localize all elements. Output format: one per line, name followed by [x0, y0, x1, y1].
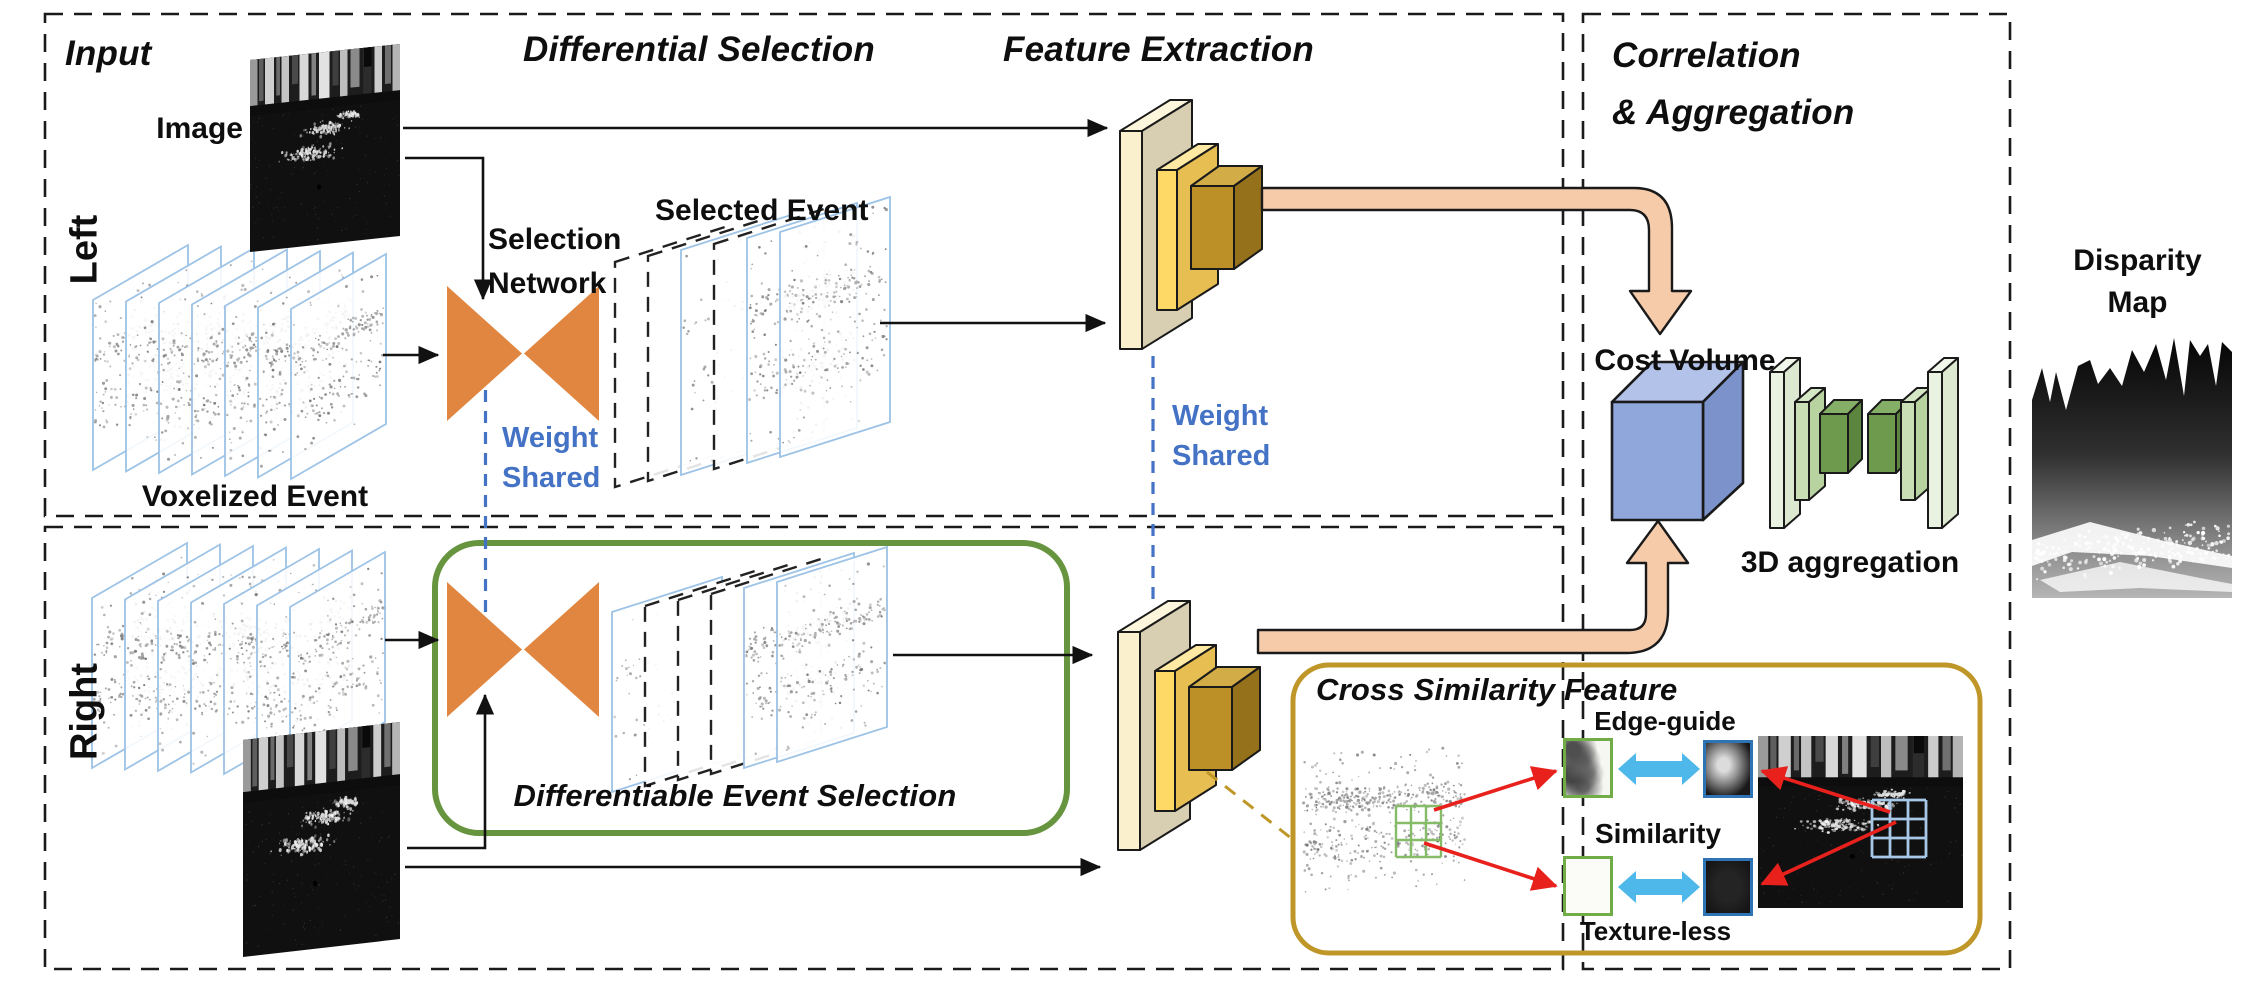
image-to-edge-patch-arrow	[1760, 766, 1891, 814]
event-to-edge-patch-arrow	[1433, 766, 1558, 812]
weight-shared-label-feature: Weight Shared	[1172, 400, 1271, 473]
cost-volume-cube	[1610, 360, 1745, 522]
image-patch-grid	[1870, 798, 1928, 859]
feature-extraction-blocks-top	[1119, 99, 1263, 350]
camera-images	[243, 44, 1963, 957]
cross-similarity-box	[1290, 662, 1983, 956]
disparity-map-image	[2032, 338, 2232, 598]
image-to-selection-arrow-top	[405, 156, 493, 301]
correlation-aggregation-section-box	[1581, 12, 2012, 971]
correlation-aggregation-title: Correlation & Aggregation	[1612, 36, 1855, 132]
selected-event-stack-top	[613, 195, 891, 489]
texture-less-event-patch	[1563, 856, 1613, 916]
input-right-section-box	[43, 525, 1565, 971]
selection-network-label: Selection Network	[488, 223, 622, 300]
camera-image-cross	[1757, 736, 1963, 908]
event-patch-grid	[1394, 804, 1443, 859]
input-section-title: Input	[65, 34, 152, 73]
selected-event-stack-bottom	[611, 545, 888, 794]
voxelized-event-stack-left	[92, 243, 387, 481]
feature-flow-arrow-bottom	[1256, 519, 1690, 655]
differentiable-event-selection-title: Differentiable Event Selection	[513, 778, 957, 813]
event-to-textureless-patch-arrow	[1423, 841, 1558, 891]
feature-extraction-title: Feature Extraction	[1003, 30, 1314, 69]
edge-guide-image-patch	[1703, 740, 1753, 798]
event-voxel-stacks	[91, 195, 891, 794]
camera-image-right	[243, 722, 400, 957]
weight-shared-label-selection: Weight Shared	[502, 422, 601, 495]
texture-less-image-patch	[1703, 858, 1753, 916]
cross-similarity-title: Cross Similarity Feature	[1316, 672, 1678, 707]
feature-extraction-blocks-bottom	[1117, 600, 1261, 851]
right-label: Right	[63, 662, 106, 761]
edge-guide-event-patch	[1563, 738, 1613, 798]
image-to-selection-arrow-bottom	[407, 693, 495, 850]
selection-network-bowtie-bottom	[447, 582, 599, 717]
feature-flow-arrow-top	[1260, 186, 1693, 336]
differentiable-event-selection-box	[432, 540, 1070, 836]
differential-selection-title: Differential Selection	[523, 30, 875, 69]
selected-event-label: Selected Event	[655, 194, 869, 227]
feature-to-cross-similarity-link	[1206, 770, 1297, 844]
aggregation-3d-label: 3D aggregation	[1740, 546, 1960, 579]
voxelized-event-label: Voxelized Event	[141, 480, 369, 513]
image-label: Image	[156, 112, 243, 145]
left-label: Left	[63, 214, 106, 285]
input-left-section-box	[43, 12, 1565, 518]
similarity-label: Similarity	[1594, 818, 1722, 849]
cost-volume-label: Cost Volume	[1594, 344, 1776, 377]
camera-image-left	[250, 44, 400, 252]
edge-guide-label: Edge-guide	[1594, 706, 1736, 736]
disparity-map-label: Disparity Map	[2073, 244, 2202, 319]
image-to-textureless-patch-arrow	[1760, 820, 1897, 886]
texture-less-label: Texture-less	[1579, 916, 1732, 946]
aggregation-3d-blocks	[1769, 357, 1959, 529]
selection-network-bowtie-top	[447, 286, 599, 421]
voxelized-event-stack-right	[91, 541, 386, 779]
similarity-arrow-textureless	[1618, 871, 1700, 903]
similarity-arrow-edge	[1618, 753, 1700, 785]
